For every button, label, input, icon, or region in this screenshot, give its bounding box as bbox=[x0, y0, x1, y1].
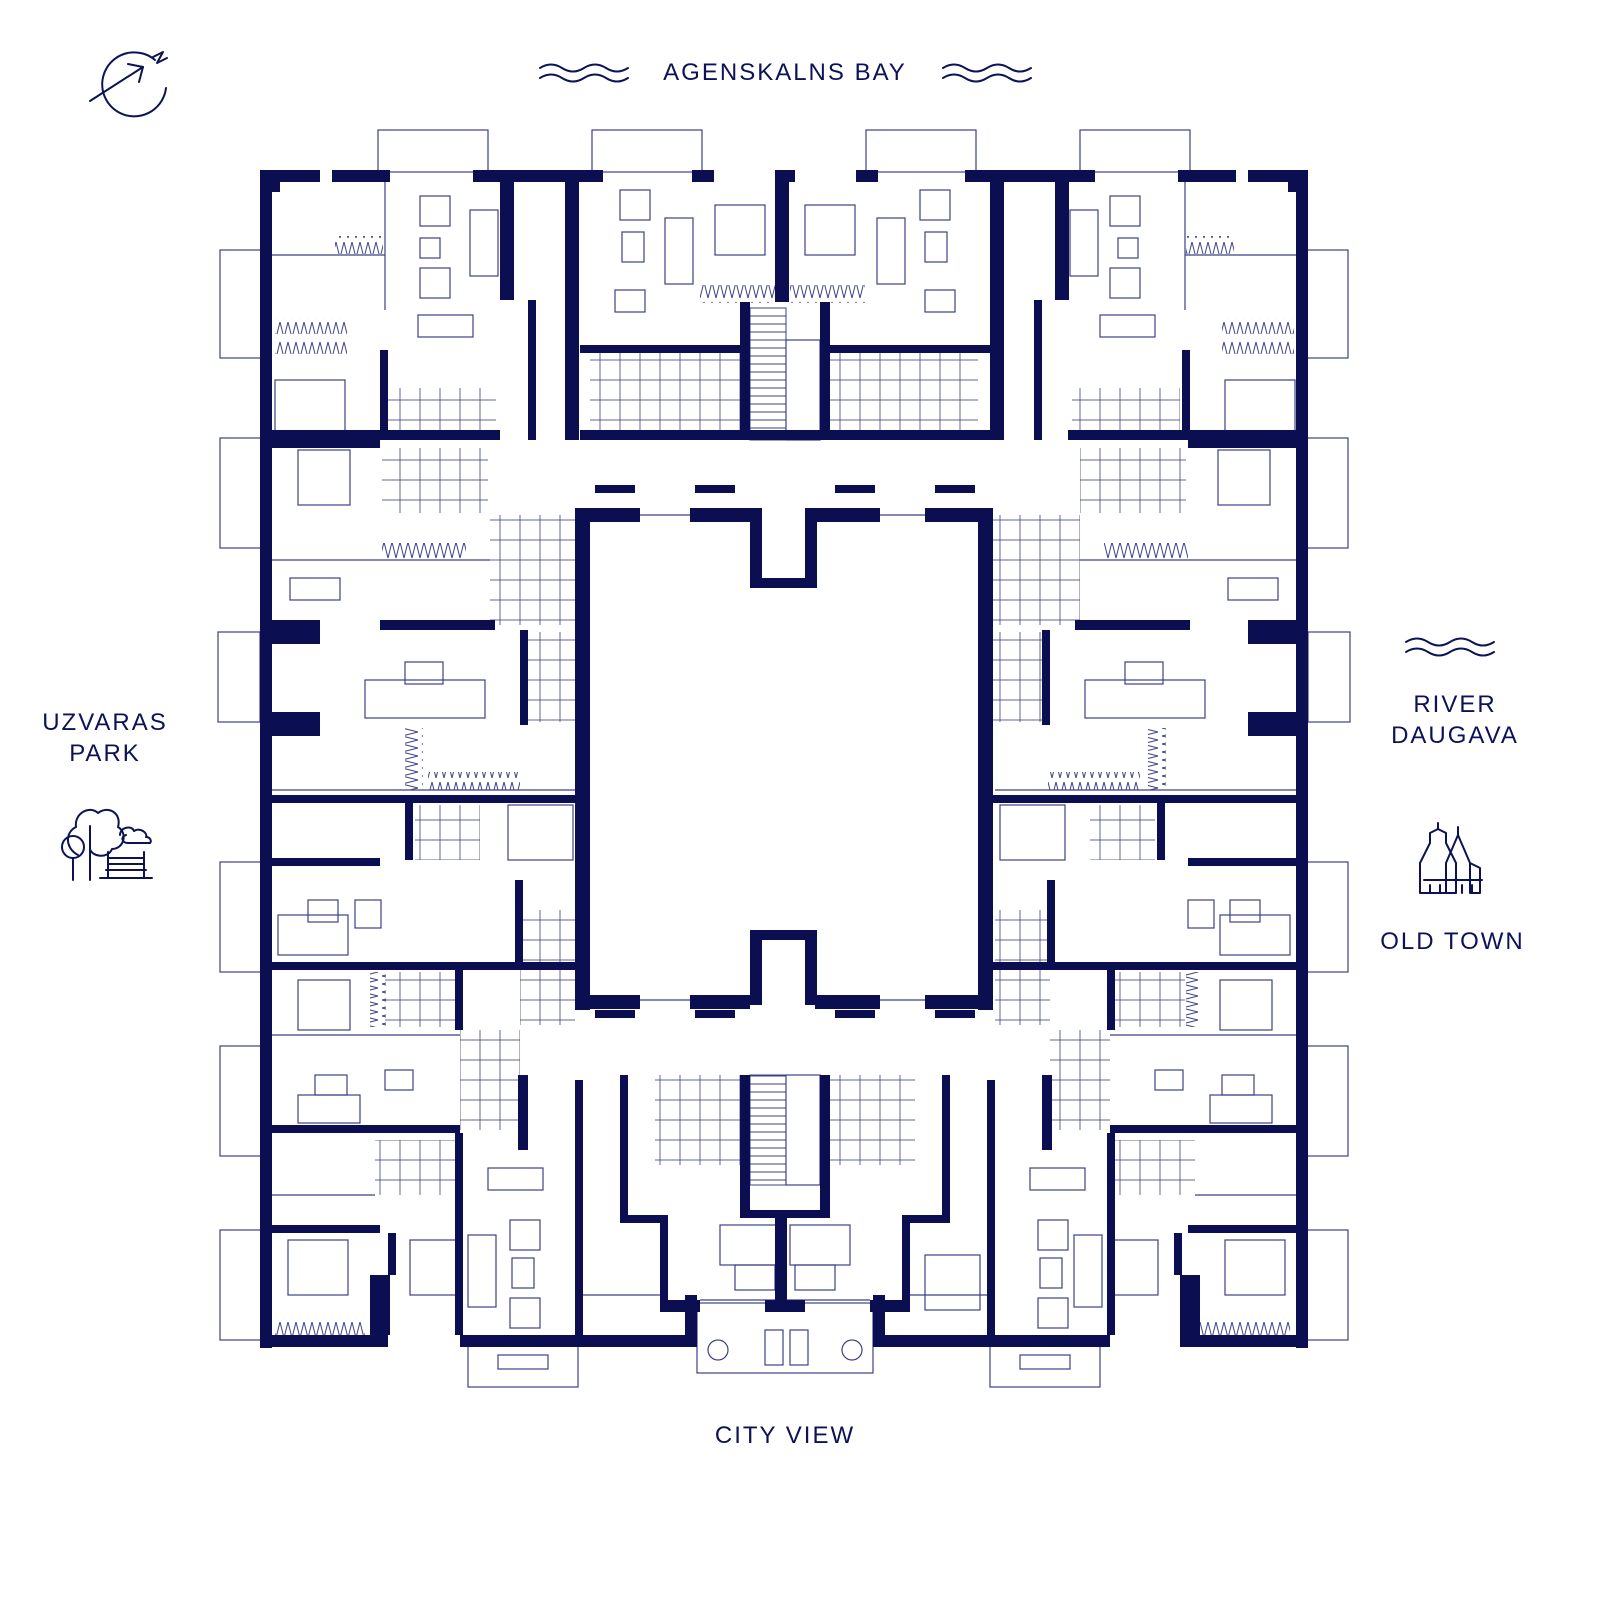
label-daugava: DAUGAVA bbox=[1391, 722, 1519, 749]
label-uzvaras-park: UZVARAS PARK bbox=[30, 707, 180, 769]
label-city-view: CITY VIEW bbox=[714, 1422, 856, 1449]
wave-icon-left bbox=[539, 63, 629, 83]
wave-icon-river bbox=[1405, 637, 1495, 657]
north-compass-icon bbox=[89, 51, 168, 118]
furniture bbox=[274, 189, 1296, 1370]
label-uzvaras: UZVARAS bbox=[42, 709, 168, 736]
bathrooms-kitchens bbox=[375, 352, 1195, 1195]
label-river-daugava: RIVER DAUGAVA bbox=[1375, 689, 1535, 751]
label-old-town: OLD TOWN bbox=[1380, 928, 1525, 955]
label-river: RIVER bbox=[1413, 691, 1497, 718]
staircase-north bbox=[749, 307, 787, 441]
label-agenskalns-bay: AGENSKALNS BAY bbox=[663, 59, 907, 86]
staircase-south bbox=[749, 1074, 787, 1186]
old-town-buildings-icon bbox=[1419, 822, 1483, 894]
wave-icon-right bbox=[942, 63, 1032, 83]
structural-walls bbox=[260, 170, 1308, 1348]
partitions bbox=[270, 180, 1300, 1301]
label-park: PARK bbox=[69, 740, 141, 767]
park-trees-bench-icon bbox=[61, 808, 153, 881]
wardrobes bbox=[275, 236, 1294, 1336]
